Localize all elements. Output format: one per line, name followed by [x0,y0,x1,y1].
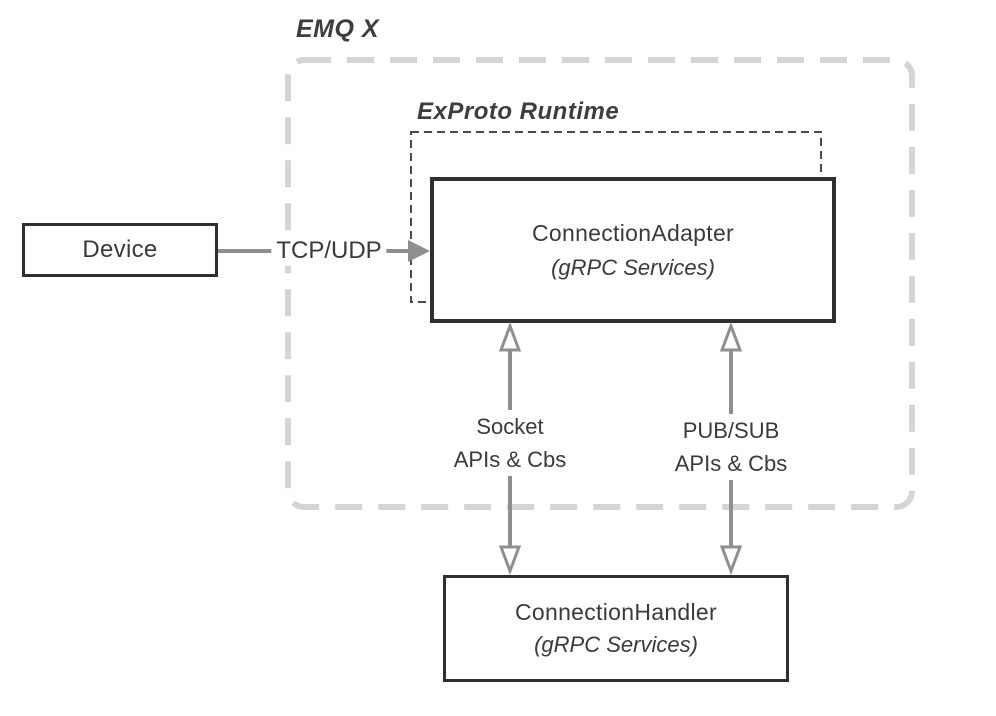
device-node: Device [22,223,218,277]
emqx-title: EMQ X [296,15,380,43]
pubsub-up-arrowhead-icon [719,321,743,352]
pubsub-edge-label-line1: PUB/SUB [682,418,780,443]
connection-handler-label: ConnectionHandler [514,599,717,625]
socket-edge-label-line1: Socket [476,414,544,439]
device-label: Device [82,236,158,263]
connection-adapter-node: ConnectionAdapter (gRPC Services) [430,177,836,323]
socket-edge-label: Socket APIs & Cbs [447,410,573,476]
connection-handler-sublabel: (gRPC Services) [534,632,698,657]
connection-adapter-label: ConnectionAdapter [531,219,734,246]
socket-edge-label-line2: APIs & Cbs [453,447,567,472]
pubsub-down-arrowhead-icon [719,545,743,576]
emqx-dashed-container [285,57,915,510]
exproto-runtime-label: ExProto Runtime [417,98,620,125]
tcp-udp-arrowhead-icon [408,240,430,262]
socket-down-arrowhead-icon [498,545,522,576]
connection-handler-node: ConnectionHandler (gRPC Services) [443,575,789,682]
connection-adapter-sublabel: (gRPC Services) [551,254,715,280]
pubsub-edge-label-line2: APIs & Cbs [674,451,788,476]
tcp-udp-edge-label: TCP/UDP [271,236,387,266]
pubsub-edge-label: PUB/SUB APIs & Cbs [668,414,794,480]
socket-up-arrowhead-icon [498,321,522,352]
